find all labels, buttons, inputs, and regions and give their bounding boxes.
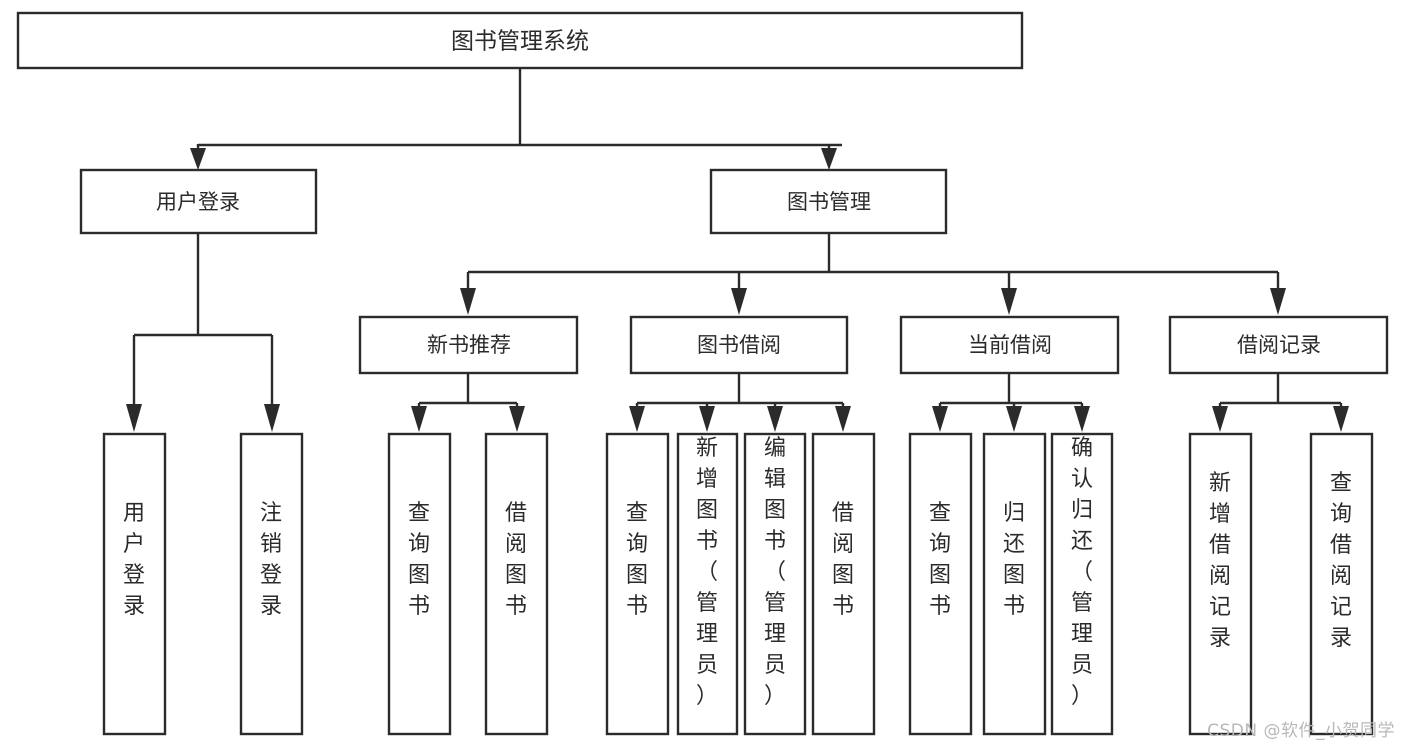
node-borrow-record-box[interactable] [1168, 315, 1389, 375]
node-leaf-add-record-label: 新增借阅记录 [1209, 471, 1231, 651]
arrow-current-borrow [1001, 288, 1017, 315]
node-leaf-borrow-book-1-box[interactable] [484, 432, 549, 736]
arrow-leaf-edit-book [767, 406, 783, 432]
node-leaf-add-record[interactable]: 新增借阅记录 [1188, 432, 1253, 736]
node-leaf-query-book-3-box[interactable] [908, 432, 973, 736]
arrow-leaf-confirm-return [1074, 406, 1090, 432]
edge-layer [126, 68, 1349, 432]
node-leaf-confirm-return-box[interactable] [1050, 432, 1114, 736]
node-leaf-query-book-2[interactable]: 查询图书 [605, 432, 670, 736]
node-leaf-edit-book-box[interactable] [743, 432, 807, 736]
node-leaf-user-login-box[interactable] [102, 432, 167, 736]
node-leaf-borrow-book-1[interactable]: 借阅图书 [484, 432, 549, 736]
node-borrow-record[interactable]: 借阅记录 [1168, 315, 1389, 375]
arrow-book-borrow [731, 288, 747, 315]
node-current-borrow-box[interactable] [899, 315, 1120, 375]
node-leaf-user-logout-box[interactable] [239, 432, 304, 736]
node-leaf-query-book-2-box[interactable] [605, 432, 670, 736]
node-leaf-borrow-book-2[interactable]: 借阅图书 [811, 432, 876, 736]
arrow-leaf-borrow-book-1 [509, 406, 525, 432]
node-user-login-box[interactable] [79, 168, 318, 235]
node-user-login-label: 用户登录 [156, 190, 240, 214]
node-leaf-user-login-label: 用户登录 [123, 501, 145, 619]
node-leaf-return-book-box[interactable] [982, 432, 1047, 736]
node-leaf-return-book[interactable]: 归还图书 [982, 432, 1047, 736]
node-current-borrow-label: 当前借阅 [968, 333, 1052, 357]
node-new-book-rec-box[interactable] [358, 315, 579, 375]
node-leaf-query-book-1[interactable]: 查询图书 [387, 432, 452, 736]
node-leaf-query-book-3-label: 查询图书 [929, 501, 951, 619]
node-leaf-query-record-box[interactable] [1309, 432, 1374, 736]
node-leaf-query-book-2-label: 查询图书 [626, 501, 648, 619]
node-leaf-edit-book[interactable]: 编辑图书（管理员） [743, 432, 807, 736]
arrow-book-manage [821, 148, 837, 170]
node-leaf-user-login[interactable]: 用户登录 [102, 432, 167, 736]
node-borrow-record-label: 借阅记录 [1237, 333, 1321, 357]
arrow-leaf-user-login [126, 404, 142, 432]
node-leaf-confirm-return[interactable]: 确认归还（管理员） [1050, 432, 1114, 736]
node-root-label: 图书管理系统 [451, 29, 589, 55]
node-leaf-query-record[interactable]: 查询借阅记录 [1309, 432, 1374, 736]
node-user-login[interactable]: 用户登录 [79, 168, 318, 235]
arrow-leaf-borrow-book-2 [835, 406, 851, 432]
arrow-new-book-rec [460, 288, 476, 315]
node-current-borrow[interactable]: 当前借阅 [899, 315, 1120, 375]
node-book-manage-label: 图书管理 [787, 190, 871, 214]
node-root-box[interactable] [16, 11, 1024, 70]
arrow-leaf-query-book-2 [629, 406, 645, 432]
node-leaf-query-record-label: 查询借阅记录 [1330, 471, 1352, 651]
node-leaf-query-book-3[interactable]: 查询图书 [908, 432, 973, 736]
node-leaf-user-logout-label: 注销登录 [260, 501, 282, 619]
node-book-manage[interactable]: 图书管理 [709, 168, 948, 235]
arrow-leaf-query-book-3 [932, 406, 948, 432]
arrow-leaf-query-book-1 [411, 406, 427, 432]
node-leaf-user-logout[interactable]: 注销登录 [239, 432, 304, 736]
node-book-borrow-label: 图书借阅 [697, 333, 781, 357]
node-leaf-return-book-label: 归还图书 [1003, 501, 1025, 619]
node-leaf-borrow-book-2-label: 借阅图书 [832, 501, 854, 619]
arrow-leaf-add-record [1212, 406, 1228, 432]
node-root[interactable]: 图书管理系统 [16, 11, 1024, 70]
node-leaf-query-book-1-label: 查询图书 [408, 501, 430, 619]
node-leaf-add-book[interactable]: 新增图书（管理员） [676, 432, 739, 736]
node-leaf-borrow-book-1-label: 借阅图书 [505, 501, 527, 619]
node-book-manage-box[interactable] [709, 168, 948, 235]
node-leaf-borrow-book-2-box[interactable] [811, 432, 876, 736]
node-book-borrow-box[interactable] [629, 315, 849, 375]
arrow-leaf-return-book [1006, 406, 1022, 432]
arrow-borrow-record [1270, 288, 1286, 315]
arrow-leaf-user-logout [264, 404, 280, 432]
arrow-user-login [190, 148, 206, 170]
node-leaf-query-book-1-box[interactable] [387, 432, 452, 736]
arrow-leaf-add-book [699, 406, 715, 432]
node-book-borrow[interactable]: 图书借阅 [629, 315, 849, 375]
node-new-book-rec-label: 新书推荐 [427, 333, 511, 357]
node-leaf-confirm-return-label: 确认归还（管理员） [1071, 436, 1093, 709]
node-leaf-add-book-box[interactable] [676, 432, 739, 736]
node-leaf-add-record-box[interactable] [1188, 432, 1253, 736]
node-new-book-rec[interactable]: 新书推荐 [358, 315, 579, 375]
arrow-leaf-query-record [1333, 406, 1349, 432]
node-leaf-add-book-label: 新增图书（管理员） [696, 436, 718, 709]
node-leaf-edit-book-label: 编辑图书（管理员） [764, 436, 786, 709]
leaf-layer: 用户登录 注销登录 查询图书 借阅图书 查询图书 新增图书（管理员） [102, 432, 1374, 736]
